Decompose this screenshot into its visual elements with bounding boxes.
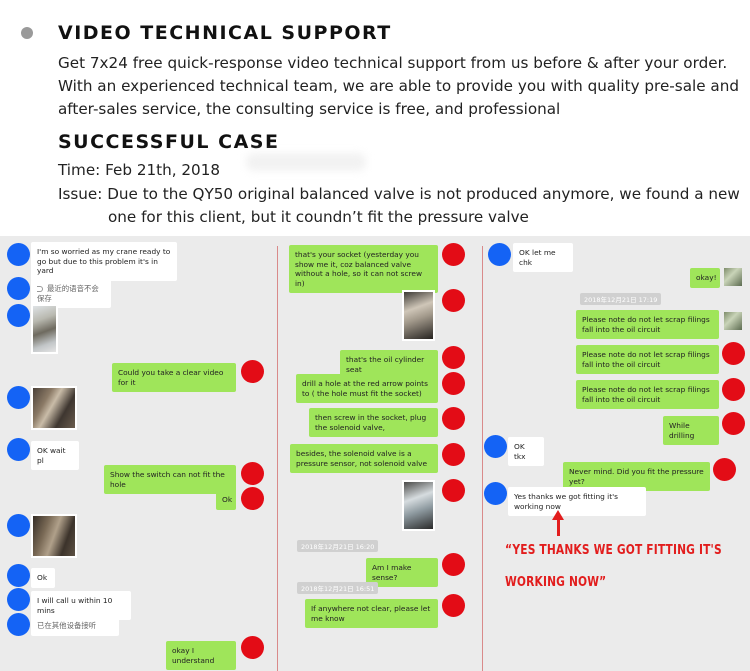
client-avatar [7,588,30,611]
support-message: Please note do not let scrap filings fal… [576,345,719,374]
client-photo-valve [31,304,58,354]
support-avatar [724,268,742,286]
arrow-shaft [557,516,560,536]
support-avatar [241,462,264,485]
support-avatar [724,312,742,330]
client-avatar [7,613,30,636]
call-notice: 已在其他设备接听 [31,616,119,636]
support-message: that's your socket (yesterday you show m… [289,245,438,293]
client-photo-fitting [31,514,77,558]
column-divider [277,246,278,671]
annotation-line-2: WORKING NOW” [505,575,607,590]
support-avatar [442,372,465,395]
support-message: besides, the solenoid valve is a pressur… [290,444,438,473]
support-message: While drilling [663,416,719,445]
support-text-line-3: after-sales service, the consulting serv… [58,100,561,118]
support-message: drill a hole at the red arrow points to … [296,374,438,403]
support-avatar [442,553,465,576]
annotation-line-1: “YES THANKS WE GOT FITTING IT'S [505,543,722,558]
client-avatar [7,438,30,461]
client-avatar [7,386,30,409]
support-avatar [442,594,465,617]
arrow-up-icon [552,510,564,520]
support-message: Never mind. Did you fit the pressure yet… [563,462,710,491]
support-text-line-2: With an experienced technical team, we a… [58,77,739,95]
client-message-highlighted: Yes thanks we got fitting it's working n… [508,487,646,516]
support-avatar [442,289,465,312]
client-message: OK tkx [508,437,544,466]
support-message: Please note do not let scrap filings fal… [576,310,719,339]
column-divider [482,246,483,671]
client-message: I will call u within 10 mins [31,591,131,620]
message-timestamp: 2018年12月21日 17:19 [580,293,662,305]
voice-icon [37,286,43,292]
support-message: Ok [216,490,236,510]
support-message: then screw in the socket, plug the solen… [309,408,438,437]
blurred-region [246,153,366,171]
support-avatar [722,342,745,365]
support-avatar [442,346,465,369]
client-avatar [7,277,30,300]
support-avatar [722,412,745,435]
support-message: Show the switch can not fit the hole [104,465,236,494]
support-text-line-1: Get 7x24 free quick-response video techn… [58,54,728,72]
bullet-icon [21,27,33,39]
chat-screenshot-strip: I'm so worried as my crane ready to go b… [0,236,750,671]
client-photo-hose [31,386,77,430]
support-avatar [241,360,264,383]
support-message: Could you take a clear video for it [112,363,236,392]
client-avatar [7,243,30,266]
client-avatar [484,435,507,458]
support-photo-cylinder [402,290,435,341]
support-avatar [713,458,736,481]
support-message: If anywhere not clear, please let me kno… [305,599,438,628]
support-avatar [442,443,465,466]
support-avatar [442,243,465,266]
support-photo-solenoid [402,480,435,531]
client-message: OK let me chk [513,243,573,272]
client-message: I'm so worried as my crane ready to go b… [31,242,177,281]
section-title-successful-case: SUCCESSFUL CASE [58,131,280,153]
client-avatar [488,243,511,266]
client-message: Ok [31,568,55,588]
case-issue-line-1: Issue: Due to the QY50 original balanced… [58,185,740,203]
voice-note-text: 最近的语音不会保存 [37,284,99,303]
support-avatar [722,378,745,401]
support-avatar [241,636,264,659]
support-avatar [442,407,465,430]
support-avatar [241,487,264,510]
client-voice-message: 最近的语音不会保存 [31,279,111,308]
support-avatar [442,479,465,502]
support-message: okay! [690,268,720,288]
client-avatar [7,514,30,537]
support-message: okay I understand [166,641,236,670]
section-title-video-support: VIDEO TECHNICAL SUPPORT [58,22,392,44]
case-issue-line-2: one for this client, but it coundn’t fit… [108,208,529,226]
message-timestamp: 2018年12月21日 16:51 [297,582,379,594]
client-avatar [7,304,30,327]
case-time: Time: Feb 21th, 2018 [58,161,221,179]
client-message: OK wait pl [31,441,79,470]
client-avatar [484,482,507,505]
client-avatar [7,564,30,587]
support-message: Am I make sense? [366,558,438,587]
message-timestamp: 2018年12月21日 16:20 [297,540,379,552]
support-message: Please note do not let scrap filings fal… [576,380,719,409]
